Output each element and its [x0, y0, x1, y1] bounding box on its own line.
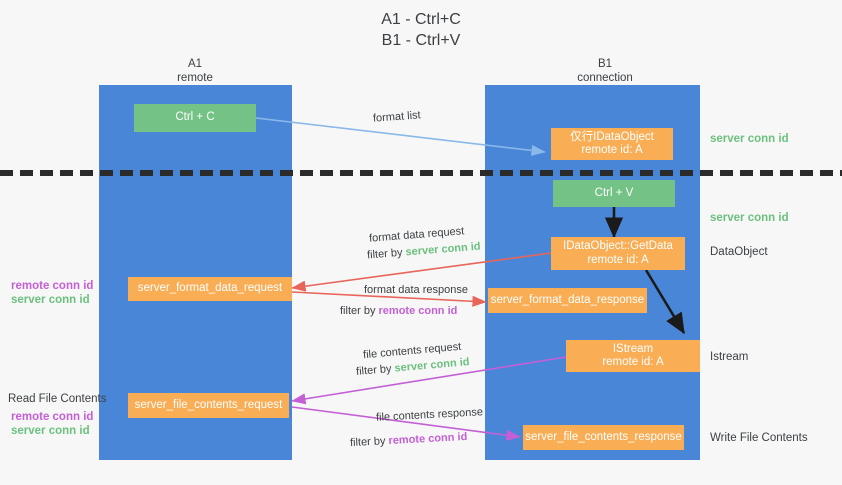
node-server-format-data-response[interactable]: server_format_data_response	[488, 288, 647, 313]
title-line-1: A1 - Ctrl+C	[381, 11, 461, 28]
node-istream-remote-id: remote id: A	[602, 356, 664, 368]
fdr-filter-prefix: filter by	[366, 246, 407, 262]
phase-divider	[0, 170, 842, 176]
node-istream-label: IStream	[612, 342, 654, 355]
annotation-read-file-contents: Read File Contents	[8, 393, 107, 405]
column-b1-sub: connection	[577, 71, 633, 84]
node-idataobject-label: 仅行IDataObject	[570, 130, 654, 143]
edge-label-format-data-response-filter: filter by remote conn id	[340, 305, 457, 318]
node-ctrl-c[interactable]: Ctrl + C	[134, 104, 256, 132]
annotation-write-file-contents: Write File Contents	[710, 432, 808, 444]
fdresp-filter-key: remote conn id	[378, 305, 458, 317]
annotation-server-conn-id-top: server conn id	[710, 133, 789, 145]
fcr-filter-prefix: filter by	[355, 362, 396, 378]
fdr-filter-key: server conn id	[405, 240, 481, 259]
column-header-b1: B1 connection	[545, 58, 665, 85]
fdresp-filter-prefix: filter by	[340, 305, 379, 317]
node-getdata-remote-id: remote id: A	[587, 253, 649, 266]
annotation-dataobject: DataObject	[710, 246, 768, 258]
fcresp-filter-prefix: filter by	[349, 435, 389, 450]
annotation-remote-conn-id-2: remote conn id	[11, 411, 94, 423]
annotation-server-conn-id-2: server conn id	[11, 425, 90, 437]
title-line-2: B1 - Ctrl+V	[381, 32, 461, 49]
edge-label-file-contents-response-filter: filter by remote conn id	[350, 431, 468, 450]
node-ctrl-c-label: Ctrl + C	[175, 111, 215, 124]
node-server-format-data-response-label: server_format_data_response	[490, 293, 645, 306]
node-ctrl-v[interactable]: Ctrl + V	[553, 180, 675, 207]
node-server-file-contents-request-label: server_file_contents_request	[134, 398, 283, 411]
node-server-file-contents-response[interactable]: server_file_contents_response	[523, 425, 684, 450]
node-idataobject[interactable]: 仅行IDataObject remote id: A	[551, 128, 673, 160]
annotation-server-conn-id-second: server conn id	[710, 212, 789, 224]
node-getdata-label: IDataObject::GetData	[563, 240, 673, 252]
diagram-title: A1 - Ctrl+C B1 - Ctrl+V	[0, 9, 842, 51]
node-istream[interactable]: IStream remote id: A	[566, 340, 700, 372]
fcr-filter-key: server conn id	[394, 356, 470, 375]
edge-label-format-data-response-line1: format data response	[364, 284, 468, 296]
fcresp-filter-key: remote conn id	[388, 430, 468, 448]
node-server-file-contents-response-label: server_file_contents_response	[525, 430, 682, 443]
node-ctrl-v-label: Ctrl + V	[594, 186, 634, 199]
node-idataobject-remote-id: remote id: A	[581, 144, 643, 156]
node-server-format-data-request[interactable]: server_format_data_request	[128, 277, 292, 301]
edge-label-format-list: format list	[372, 109, 422, 125]
node-idataobject-getdata[interactable]: IDataObject::GetData remote id: A	[551, 237, 685, 270]
edge-label-file-contents-response-line1: file contents response	[375, 406, 484, 424]
annotation-istream: Istream	[710, 351, 749, 363]
column-header-a1: A1 remote	[135, 58, 255, 85]
column-a1-name: A1	[187, 58, 203, 70]
node-server-file-contents-request[interactable]: server_file_contents_request	[128, 393, 289, 418]
annotation-remote-conn-id-1: remote conn id	[11, 280, 94, 292]
column-a1-sub: remote	[177, 71, 213, 84]
annotation-server-conn-id-1: server conn id	[11, 294, 90, 306]
column-b1-name: B1	[597, 58, 613, 70]
node-server-format-data-request-label: server_format_data_request	[137, 282, 283, 295]
